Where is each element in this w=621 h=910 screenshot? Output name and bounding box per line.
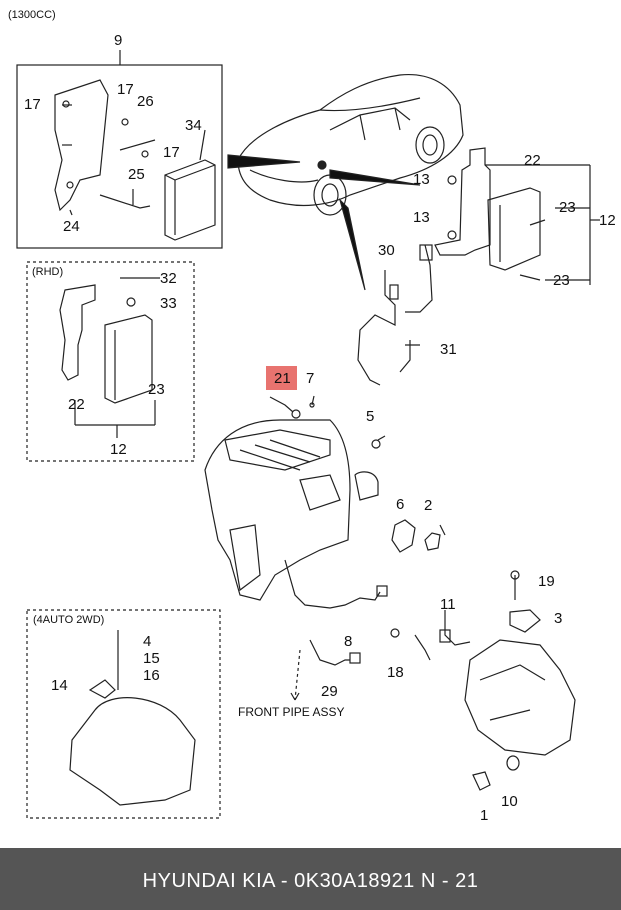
- part-label-11: 11: [440, 596, 456, 613]
- part-label-24: 24: [63, 218, 80, 235]
- part-label-15: 15: [143, 650, 160, 667]
- part-label-17: 17: [163, 144, 180, 161]
- ecu-unit: [164, 159, 216, 241]
- sensor-6: [391, 519, 416, 553]
- part-label-19: 19: [538, 573, 555, 590]
- parts-diagram: [16, 50, 600, 819]
- part-label-8: 8: [344, 633, 353, 650]
- part-label-16: 16: [143, 667, 160, 684]
- footer-text: HYUNDAI KIA - 0K30A18921 N - 21: [142, 870, 479, 892]
- part-label-34: 34: [185, 117, 202, 134]
- auto-inset-label: (4AUTO 2WD): [33, 614, 105, 626]
- sensor-harness-30: [357, 270, 396, 386]
- part-label-26: 26: [137, 93, 154, 110]
- rhd-module: [104, 314, 153, 404]
- part-label-25: 25: [128, 166, 145, 183]
- part-label-17: 17: [117, 81, 134, 98]
- rhd-inset-label: (RHD): [32, 266, 64, 278]
- part-label-1: 1: [480, 807, 489, 824]
- footer-bar: [0, 848, 621, 910]
- part-label-21: 21: [274, 370, 291, 387]
- part-label-12: 12: [599, 212, 616, 229]
- engine-block: [204, 419, 351, 601]
- part-label-6: 6: [396, 496, 405, 513]
- part-label-12: 12: [110, 441, 127, 458]
- part-label-23: 23: [559, 199, 576, 216]
- part-label-29: 29: [321, 683, 338, 700]
- part-label-33: 33: [160, 295, 177, 312]
- part-label-3: 3: [554, 610, 563, 627]
- right-bracket: [434, 147, 491, 256]
- part-label-22: 22: [524, 152, 541, 169]
- part-label-9: 9: [114, 32, 123, 49]
- part-label-14: 14: [51, 677, 68, 694]
- front-pipe-callout: FRONT PIPE ASSY: [238, 705, 345, 719]
- part-label-22: 22: [68, 396, 85, 413]
- part-label-18: 18: [387, 664, 404, 681]
- part-label-4: 4: [143, 633, 152, 650]
- part-label-32: 32: [160, 270, 177, 287]
- part-label-7: 7: [306, 370, 315, 387]
- part-label-13: 13: [413, 209, 430, 226]
- transmission-manual: [464, 639, 576, 756]
- transmission-auto: [69, 697, 196, 806]
- part-label-5: 5: [366, 408, 375, 425]
- rhd-inset-frame: [26, 261, 195, 462]
- part-label-23: 23: [553, 272, 570, 289]
- ecu-bracket: [54, 79, 109, 212]
- part-label-13: 13: [413, 171, 430, 188]
- highlighted-part-21-box: [266, 366, 297, 390]
- vehicle-body: [237, 73, 464, 207]
- part-label-31: 31: [440, 341, 457, 358]
- part-label-30: 30: [378, 242, 395, 259]
- right-module: [487, 187, 541, 271]
- part-label-23: 23: [148, 381, 165, 398]
- part-label-17: 17: [24, 96, 41, 113]
- auto-inset-frame: [26, 609, 221, 819]
- variant-label: (1300CC): [8, 9, 56, 21]
- part-label-2: 2: [424, 497, 433, 514]
- part-label-10: 10: [501, 793, 518, 810]
